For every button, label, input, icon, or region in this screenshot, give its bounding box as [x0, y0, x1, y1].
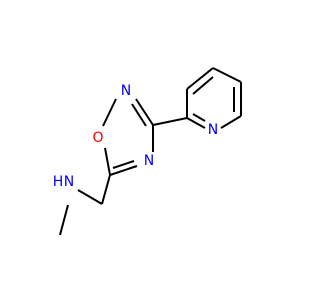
bond-n-ch3 [59, 204, 69, 236]
molecule-structure: O N N N H N [0, 0, 300, 300]
bond-pyridine-oxadiazole [152, 117, 188, 126]
bond-c5-n4-inner [112, 160, 135, 169]
atom-label-n2: N [121, 83, 131, 99]
bond-ch2-n [77, 189, 103, 205]
atom-label-nh-h: H [53, 174, 64, 190]
bond-pyr-n-c2-inner [192, 113, 206, 122]
bond-c3-n2 [135, 98, 154, 126]
oxadiazole-ring [102, 98, 154, 176]
background [0, 0, 300, 300]
pyridine-ring [186, 67, 242, 129]
bond-c5-ch2 [101, 174, 111, 205]
bond-c5-n4 [109, 165, 138, 176]
bond-o1-c5 [104, 147, 111, 176]
bond-pyr-c3-c4 [186, 67, 214, 90]
atom-label-o1: O [92, 130, 103, 146]
atom-label-nh-n: N [64, 174, 74, 190]
bond-c3-n2-inner [131, 103, 147, 127]
bond-pyr-c6-n [220, 115, 242, 129]
bond-pyr-c3-c4-inner [192, 76, 214, 95]
bond-pyr-n-c2 [186, 117, 206, 129]
atom-label-n4: N [144, 153, 154, 169]
bond-n2-o1 [102, 98, 117, 127]
bond-pyr-c4-c5 [212, 67, 242, 83]
atom-label-pyridine-n: N [208, 122, 218, 138]
